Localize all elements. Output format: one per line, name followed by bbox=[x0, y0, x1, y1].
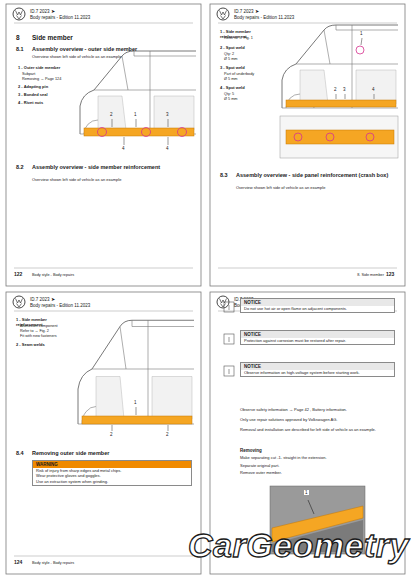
section-number: 8.4 bbox=[16, 450, 31, 456]
part-item: 3 - Bonded seal bbox=[18, 93, 76, 98]
callout-number: 2 bbox=[166, 432, 169, 437]
notice-box: NOTICEDo not use hot air or open flame o… bbox=[240, 298, 395, 313]
part-note: Fit with new fasteners bbox=[20, 334, 74, 338]
part-item: 3 - Spot weld bbox=[220, 66, 278, 71]
box-text: Protection against corrosion must be res… bbox=[241, 338, 394, 344]
header-text: Body repairs - Edition 11.2023 bbox=[30, 15, 150, 20]
section-number: 8.2 bbox=[16, 164, 31, 170]
body-text: Overview shown left side of vehicle as a… bbox=[32, 55, 197, 60]
warning-box: WARNINGRisk of injury from sharp edges a… bbox=[32, 460, 192, 486]
part-note: Ø 5 mm bbox=[224, 57, 278, 61]
footer-text: Body style - Body repairs bbox=[32, 561, 132, 565]
part-item: 2 - Seam welds bbox=[16, 343, 74, 348]
callout-number: 1 bbox=[134, 112, 137, 117]
box-heading: NOTICE bbox=[241, 331, 394, 338]
section-title: Removing outer side member bbox=[32, 450, 197, 456]
part-item: 4 - Spot weld bbox=[220, 86, 278, 91]
part-note: Part of underbody bbox=[224, 72, 278, 76]
box-text: Do not use hot air or open flame on adja… bbox=[241, 306, 394, 312]
section-number: 8.1 bbox=[16, 46, 31, 52]
header-text: ID.7 2023 ➤ bbox=[30, 9, 150, 14]
box-text: Wear protective gloves and goggles. bbox=[33, 474, 191, 480]
callout-number: 4 bbox=[122, 146, 125, 151]
page-number: 124 bbox=[14, 560, 30, 566]
callout-number: 3 bbox=[166, 112, 169, 117]
part-item: 2 - Spot weld bbox=[220, 46, 278, 51]
step-text: Make separating cut -1- straight in the … bbox=[240, 456, 395, 461]
notice-box: NOTICEProtection against corrosion must … bbox=[240, 330, 395, 345]
section-number: 8.3 bbox=[220, 172, 235, 178]
callout-number: 2 bbox=[334, 87, 337, 92]
callout-number: 1 bbox=[360, 31, 363, 36]
box-heading: NOTICE bbox=[241, 363, 394, 370]
part-note: Ø 5 mm bbox=[224, 97, 278, 101]
step-text: Separate original part. bbox=[240, 464, 395, 469]
header-text: Body repairs - Edition 11.2023 bbox=[30, 303, 150, 308]
box-heading: NOTICE bbox=[241, 299, 394, 306]
callout-number: 3 bbox=[343, 87, 346, 92]
part-note: Ø 5 mm bbox=[224, 77, 278, 81]
box-text: Use an extraction system when grinding. bbox=[33, 479, 191, 485]
section-title: Assembly overview - side panel reinforce… bbox=[236, 172, 401, 178]
body-text: Only use repair solutions approved by Vo… bbox=[240, 418, 395, 423]
part-note: Refer to → Fig. 2 bbox=[20, 329, 74, 333]
callout-number: 2 bbox=[110, 112, 113, 117]
body-text: Overview shown left side of vehicle as a… bbox=[236, 186, 401, 191]
step-text: Remove outer member. bbox=[240, 471, 395, 476]
body-text: Removal and installation are described f… bbox=[240, 428, 395, 433]
section-title: Assembly overview - side member reinforc… bbox=[32, 164, 197, 170]
part-note: Removing → Page 124 bbox=[22, 77, 76, 81]
footer-text: Body style - Body repairs bbox=[32, 273, 132, 277]
part-note: Qty: 2 bbox=[224, 52, 278, 56]
body-text: Observe safety information → Page 42 , B… bbox=[240, 408, 395, 413]
box-text: Observe information on high-voltage syst… bbox=[241, 370, 394, 376]
page-number: 123 bbox=[386, 272, 402, 278]
body-text: Overview shown left side of vehicle as a… bbox=[32, 178, 197, 183]
section-title: Assembly overview - outer side member bbox=[32, 46, 197, 52]
callout-number: 4 bbox=[372, 87, 375, 92]
part-item: 1 - Outer side member bbox=[18, 66, 76, 71]
part-note: Qty: 5 bbox=[224, 92, 278, 96]
part-note: Refer to → Fig. 1 bbox=[224, 36, 278, 40]
chapter-number: 8 bbox=[16, 34, 28, 41]
step-heading: Removing bbox=[240, 448, 320, 453]
header-text: ID.7 2023 ➤ bbox=[30, 297, 150, 302]
notice-box: NOTICEObserve information on high-voltag… bbox=[240, 362, 395, 377]
callout-number: 1 bbox=[304, 490, 309, 495]
page-number: 122 bbox=[14, 272, 30, 278]
part-item: 2 - Adapting pin bbox=[18, 85, 76, 90]
callout-number: 4 bbox=[166, 146, 169, 151]
header-text: Body repairs - Edition 11.2023 bbox=[234, 15, 354, 20]
part-item: 4 - Rivet nuts bbox=[18, 101, 76, 106]
header-text: ID.7 2023 ➤ bbox=[234, 9, 354, 14]
chapter-title: Side member bbox=[32, 34, 182, 41]
callout-number: 1 bbox=[134, 400, 137, 405]
box-text: Risk of injury from sharp edges and meta… bbox=[33, 468, 191, 474]
footer-text: 8. Side member bbox=[310, 273, 384, 277]
part-note: Subpart bbox=[22, 72, 76, 76]
watermark: CarGeometry bbox=[188, 526, 409, 565]
box-heading: WARNING bbox=[33, 461, 191, 468]
callout-number: 2 bbox=[110, 432, 113, 437]
part-note: Aluminium component bbox=[20, 324, 74, 328]
